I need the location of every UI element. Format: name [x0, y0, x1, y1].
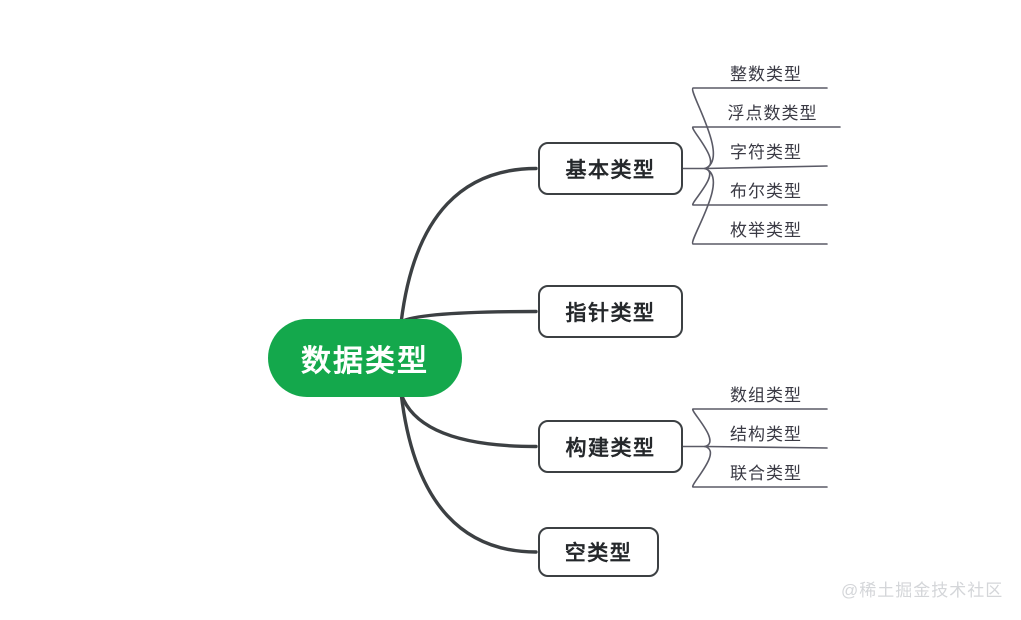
mindmap-leaf-edge — [691, 167, 828, 245]
mindmap-leaf-label: 整数类型 — [730, 65, 802, 84]
mindmap-root-node[interactable]: 数据类型 — [268, 319, 462, 397]
mindmap-leaf-edge — [692, 445, 828, 488]
mindmap-leaf-node[interactable]: 结构类型 — [705, 415, 827, 448]
mindmap-leaf-node[interactable]: 枚举类型 — [705, 211, 827, 244]
mindmap-leaf-node[interactable]: 浮点数类型 — [705, 94, 840, 127]
mindmap-branch-node[interactable]: 指针类型 — [538, 285, 683, 338]
mindmap-branch-node[interactable]: 空类型 — [538, 527, 659, 577]
mindmap-branch-label: 空类型 — [564, 542, 633, 565]
mindmap-leaf-label: 字符类型 — [730, 143, 802, 162]
mindmap-leaf-node[interactable]: 字符类型 — [705, 133, 827, 166]
mindmap-leaf-edge — [692, 408, 828, 448]
mindmap-branch-node[interactable]: 构建类型 — [538, 420, 683, 473]
mindmap-branch-label: 指针类型 — [565, 301, 656, 325]
mindmap-leaf-edge — [704, 165, 828, 170]
mindmap-branch-node[interactable]: 基本类型 — [538, 142, 683, 195]
mindmap-leaf-label: 布尔类型 — [730, 182, 802, 201]
mindmap-leaf-edge — [692, 126, 841, 170]
mindmap-trunk-edge — [399, 392, 538, 449]
mindmap-leaf-label: 数组类型 — [730, 386, 802, 405]
mindmap-leaf-label: 枚举类型 — [730, 221, 802, 240]
mindmap-leaf-label: 浮点数类型 — [727, 104, 818, 123]
mindmap-leaf-label: 联合类型 — [730, 464, 802, 483]
mindmap-trunk-edge — [399, 392, 538, 554]
mindmap-leaf-label: 结构类型 — [730, 425, 802, 444]
mindmap-trunk-edge — [399, 166, 538, 324]
mindmap-leaf-edge — [704, 445, 828, 449]
mindmap-leaf-node[interactable]: 整数类型 — [705, 55, 827, 88]
watermark-text: @稀土掘金技术社区 — [841, 581, 1004, 600]
mindmap-branch-label: 基本类型 — [565, 158, 656, 182]
mindmap-leaf-node[interactable]: 联合类型 — [705, 454, 827, 487]
mindmap-leaf-node[interactable]: 数组类型 — [705, 376, 827, 409]
mindmap-branch-label: 构建类型 — [565, 436, 656, 460]
mindmap-leaf-node[interactable]: 布尔类型 — [705, 172, 827, 205]
mindmap-root-label: 数据类型 — [301, 345, 429, 378]
